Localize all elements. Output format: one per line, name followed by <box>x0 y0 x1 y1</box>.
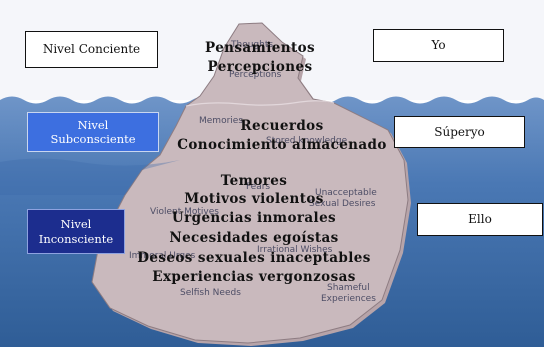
waterline-highlight <box>185 100 335 107</box>
caption-necesidades-egoistas: Necesidades egoístas <box>169 230 339 246</box>
structure-superyo-label: Súperyo <box>434 124 485 139</box>
english-violent-motives: Violent Motives <box>150 207 219 217</box>
caption-urgencias-inmorales: Urgencias inmorales <box>171 210 337 226</box>
iceberg <box>91 22 409 344</box>
caption-deseos-sexuales: Deseos sexuales inaceptables <box>137 250 371 266</box>
caption-temores: Temores <box>220 173 288 189</box>
level-subconscious-label-line1: Nivel <box>77 117 109 132</box>
caption-pensamientos: Pensamientos <box>205 40 315 56</box>
level-unconscious-label-line2: Inconsciente <box>38 231 114 246</box>
level-subconscious-box: Nivel Subconsciente <box>27 112 159 152</box>
level-conscious-box: Nivel Conciente <box>25 31 158 68</box>
english-sexual-desires: Sexual Desires <box>309 199 376 209</box>
english-memories: Memories <box>199 116 244 126</box>
sea-surface-band <box>0 158 180 195</box>
english-perceptions: Perceptions <box>229 70 282 80</box>
english-thoughts: Thoughts <box>231 40 274 50</box>
level-subconscious-label-line2: Subconsciente <box>50 132 136 146</box>
english-fears: Fears <box>246 182 271 192</box>
english-experiences: Experiences <box>321 294 376 304</box>
level-unconscious-label-line1: Nivel <box>60 217 92 232</box>
structure-ello-label: Ello <box>468 212 492 226</box>
caption-conocimiento-almacenado: Conocimiento almacenado <box>177 137 387 153</box>
caption-percepciones: Percepciones <box>207 59 313 75</box>
structure-yo-box: Yo <box>373 29 504 62</box>
caption-recuerdos: Recuerdos <box>240 118 324 134</box>
caption-motivos-violentos: Motivos violentos <box>184 191 324 207</box>
english-selfish-needs: Selfish Needs <box>180 288 241 298</box>
level-unconscious-box: Nivel Inconsciente <box>27 209 125 254</box>
structure-ello-box: Ello <box>417 203 543 236</box>
english-irrational-wishes: Irrational Wishes <box>257 245 333 255</box>
structure-superyo-box: Súperyo <box>394 116 525 148</box>
level-conscious-label: Nivel Conciente <box>42 42 141 56</box>
caption-experiencias-vergonzosas: Experiencias vergonzosas <box>152 269 356 285</box>
structure-yo-label: Yo <box>431 38 446 52</box>
english-stored-knowledge: Stored knowledge <box>266 136 348 146</box>
english-immoral-urges: Immoral Urges <box>129 251 196 261</box>
english-shameful: Shameful <box>327 283 370 293</box>
english-unacceptable: Unacceptable <box>315 188 377 198</box>
